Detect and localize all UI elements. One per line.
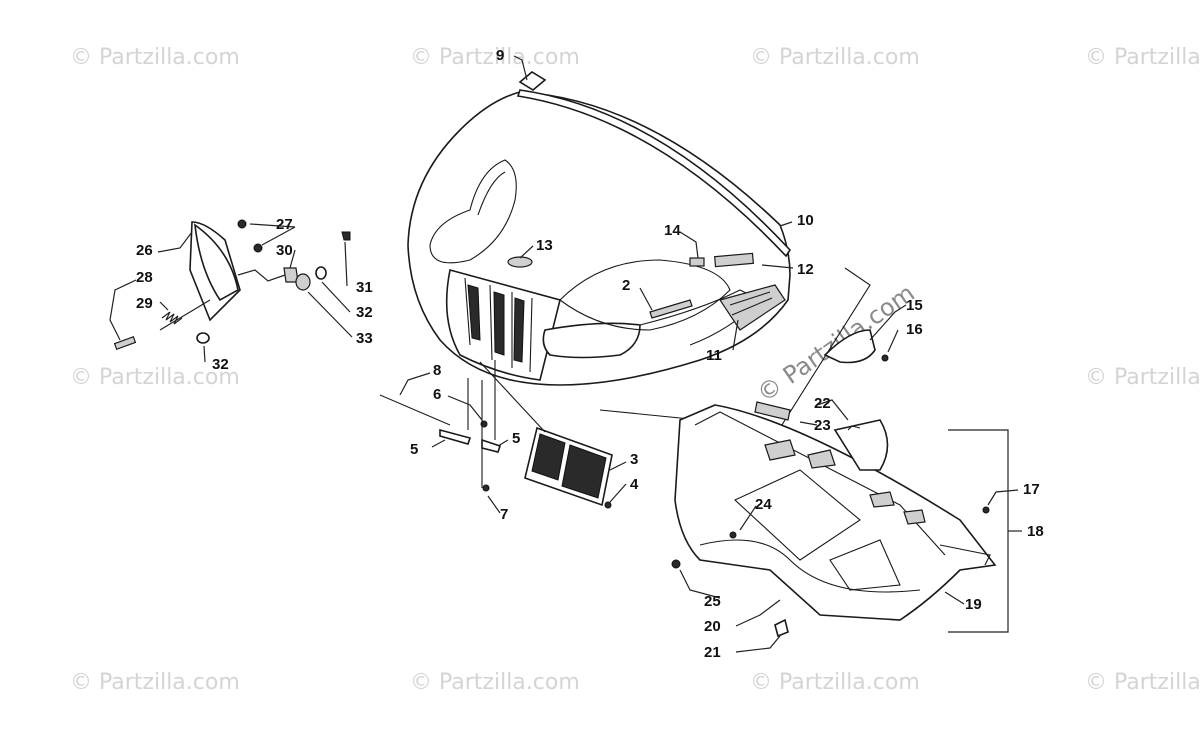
callout-28: 28	[136, 269, 153, 286]
callout-17: 17	[1023, 481, 1040, 498]
hood-decal-small	[713, 252, 755, 268]
hood-assembly	[407, 91, 791, 386]
grille-panel	[524, 426, 613, 509]
callout-12: 12	[797, 261, 814, 278]
callout-18: 18	[1027, 523, 1044, 540]
watermark: © Partzilla.com	[1085, 365, 1200, 390]
hood-seal-strip	[516, 89, 792, 258]
grille-rod	[379, 394, 451, 426]
callout-6: 6	[433, 386, 442, 403]
callout-13: 13	[536, 237, 553, 254]
headlight-assembly	[113, 219, 351, 351]
callout-10: 10	[797, 212, 814, 229]
callout-4: 4	[630, 476, 639, 493]
watermark: © Partzilla.com	[750, 45, 920, 70]
callout-23: 23	[814, 417, 831, 434]
watermark: © Partzilla.com	[1085, 45, 1200, 70]
front-storage-tray	[674, 404, 997, 621]
callout-5: 5	[410, 441, 419, 458]
callout-31: 31	[356, 279, 373, 296]
callout-7: 7	[500, 506, 509, 523]
callout-33: 33	[356, 330, 373, 347]
bracket-right	[481, 438, 502, 453]
callout-2: 2	[622, 277, 631, 294]
callout-24: 24	[755, 496, 772, 513]
callout-26: 26	[136, 242, 153, 259]
callout-32: 32	[356, 304, 373, 321]
bracket-cover	[833, 419, 889, 471]
watermark: © Partzilla.com	[410, 45, 580, 70]
callout-19: 19	[965, 596, 982, 613]
foam-pad	[754, 401, 791, 421]
watermark: © Partzilla.com	[1085, 670, 1200, 695]
hood-decal-right	[719, 284, 786, 331]
callout-21: 21	[704, 644, 721, 661]
callout-9: 9	[496, 47, 505, 64]
hood-latch	[518, 71, 547, 91]
watermark: © Partzilla.com	[70, 670, 240, 695]
watermark: © Partzilla.com	[70, 365, 240, 390]
watermark: © Partzilla.com	[70, 45, 240, 70]
callout-14: 14	[664, 222, 681, 239]
callout-3: 3	[630, 451, 639, 468]
callout-27: 27	[276, 216, 293, 233]
callout-20: 20	[704, 618, 721, 635]
callout-29: 29	[136, 295, 153, 312]
callout-11: 11	[706, 347, 722, 364]
callout-25: 25	[704, 593, 721, 610]
watermark: © Partzilla.com	[410, 670, 580, 695]
callout-22: 22	[814, 395, 831, 412]
hood-emblem	[507, 256, 533, 268]
callout-16: 16	[906, 321, 923, 338]
callout-5: 5	[512, 430, 521, 447]
bracket-left	[439, 428, 472, 445]
hood-bracket	[823, 329, 876, 364]
callout-32: 32	[212, 356, 229, 373]
callout-15: 15	[906, 297, 923, 314]
callout-8: 8	[433, 362, 442, 379]
spring	[161, 311, 183, 325]
watermark: © Partzilla.com	[750, 670, 920, 695]
callout-30: 30	[276, 242, 293, 259]
